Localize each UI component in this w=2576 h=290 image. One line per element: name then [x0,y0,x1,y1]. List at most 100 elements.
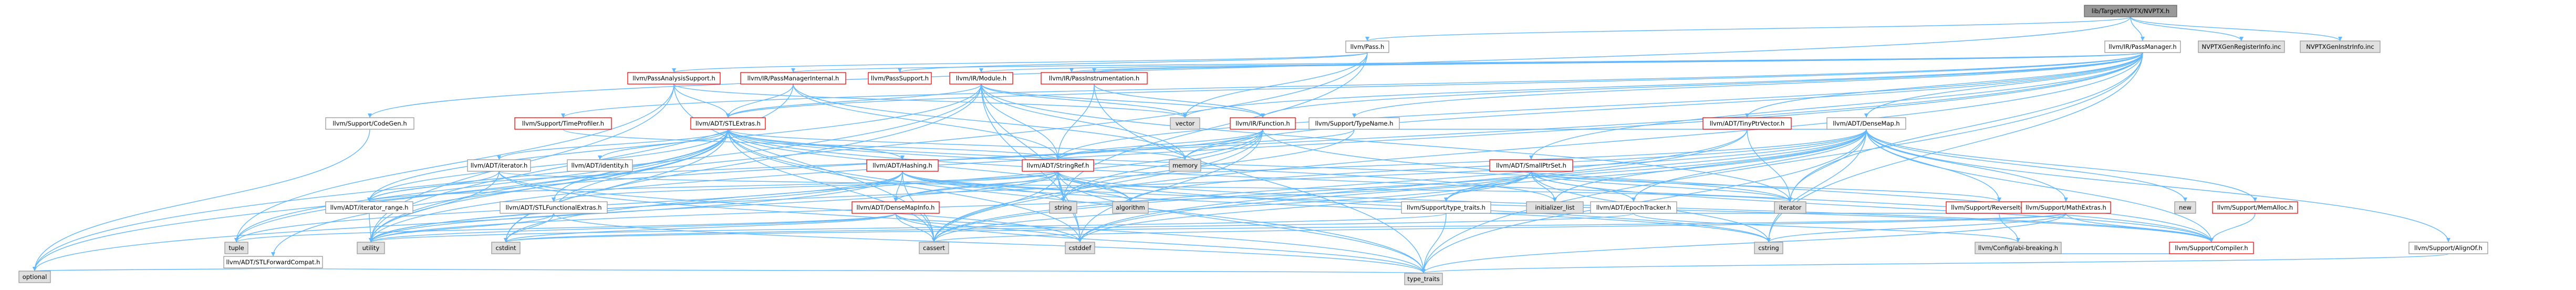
edge-instr-to-typetraitsstd [1094,84,1424,274]
node-tinyptr[interactable]: llvm/ADT/TinyPtrVector.h [1702,117,1792,130]
node-label: tuple [228,244,244,252]
edge-root-to-geninstr [2130,16,2341,42]
edge-arrowhead [979,68,983,72]
edge-function-to-cstddef [1079,129,1263,243]
edge-densemap-to-cstddef [1079,129,1867,243]
node-typetraits[interactable]: llvm/Support/type_traits.h [1401,201,1491,214]
edge-hashing-to-algorithm [902,171,1131,202]
edge-typetraits-to-utility [370,213,1447,243]
edge-passmanager-to-module [981,52,2143,73]
node-genreg: NVPTXGenRegisterInfo.inc [2198,40,2285,53]
edge-arrowhead [2064,198,2068,202]
edge-arrowhead [932,238,936,242]
edge-module-to-stlextras [728,84,982,118]
node-box [1590,201,1677,214]
edge-arrowhead [1421,269,1426,273]
edge-stringref-to-typetraitsstd [1057,171,1424,274]
edge-root-to-genreg [2130,16,2242,42]
edge-module-to-function [981,84,1263,118]
edge-densemap-to-typetraits [1446,129,1867,202]
node-pass[interactable]: llvm/Pass.h [1345,40,1389,53]
node-iterator[interactable]: llvm/ADT/iterator.h [467,159,531,172]
node-hashing[interactable]: llvm/ADT/Hashing.h [866,159,939,172]
node-box [868,72,932,85]
edge-arrowhead [726,129,730,133]
edge-epoch-to-cstdint [505,213,1634,243]
edge-arrowhead [2016,238,2020,242]
node-box [740,72,846,85]
node-label: llvm/IR/Module.h [956,75,1006,82]
node-smallptrset[interactable]: llvm/ADT/SmallPtrSet.h [1489,159,1573,172]
edge-timeprof-to-stringref [563,129,1058,160]
node-stlfwd[interactable]: llvm/ADT/STLForwardCompat.h [223,256,323,268]
node-instr[interactable]: llvm/IR/PassInstrumentation.h [1041,72,1148,85]
node-new: new [2174,201,2196,214]
edge-arrowhead [2446,238,2450,242]
edge-passmanager-to-timeprof [563,52,2143,118]
node-timeprof[interactable]: llvm/Support/TimeProfiler.h [514,117,612,130]
edge-smallptrset-to-reverse [1531,171,2000,202]
node-label: llvm/Support/MemAlloc.h [2217,204,2293,211]
node-box [1401,201,1491,214]
edge-smallptrset-to-cassert [933,171,1532,243]
node-label: vector [1176,120,1195,127]
node-alignof[interactable]: llvm/Support/AlignOf.h [2408,242,2488,254]
edge-densemap-to-reverse [1866,129,2000,202]
edge-arrowhead [1444,198,1448,202]
node-label: llvm/IR/PassManagerInternal.h [747,75,839,82]
node-box [2084,5,2177,17]
node-cassert: cassert [919,242,949,254]
edge-arrowhead [33,267,37,271]
edge-smallptrset-to-compiler [1531,171,2212,243]
node-mathextras[interactable]: llvm/Support/MathExtras.h [2021,201,2111,214]
node-compiler[interactable]: llvm/Support/Compiler.h [2169,242,2254,254]
edge-stlextras-to-iterator [498,129,729,160]
node-root[interactable]: lib/Target/NVPTX/NVPTX.h [2084,5,2177,17]
node-label: cstring [1758,244,1779,252]
edge-stlextras-to-iteratorstd [728,129,1791,202]
node-iterrange[interactable]: llvm/ADT/iterator_range.h [325,201,413,214]
node-epoch[interactable]: llvm/ADT/EpochTracker.h [1590,201,1677,214]
node-memalloc[interactable]: llvm/Support/MemAlloc.h [2212,201,2298,214]
edge-arrowhead [1056,156,1060,160]
node-typename[interactable]: llvm/Support/TypeName.h [1308,117,1400,130]
node-densemapinfo[interactable]: llvm/ADT/DenseMapInfo.h [851,201,940,214]
node-label: llvm/IR/PassInstrumentation.h [1049,75,1139,82]
edge-stlfunc-to-cstdint [505,213,554,243]
node-box [1345,40,1389,53]
node-function[interactable]: llvm/IR/Function.h [1230,117,1296,130]
node-passmanager[interactable]: llvm/IR/PassManager.h [2104,40,2181,53]
node-pmi[interactable]: llvm/IR/PassManagerInternal.h [740,72,846,85]
node-label: llvm/Pass.h [1351,43,1385,50]
edge-densemap-to-iteratorstd [1790,129,1867,202]
edge-stringref-to-stlfunc [553,171,1058,202]
node-box [1169,159,1201,172]
edge-function-to-stringref [1057,129,1263,160]
node-stlextras[interactable]: llvm/ADT/STLExtras.h [690,117,766,130]
edge-layer [33,16,2450,274]
edge-stlfwd-to-optional [34,267,274,272]
node-stringref[interactable]: llvm/ADT/StringRef.h [1022,159,1094,172]
node-box [1041,72,1148,85]
edge-pass-to-utility [370,52,1368,243]
node-codegen[interactable]: llvm/Support/CodeGen.h [325,117,414,130]
node-label: llvm/ADT/DenseMapInfo.h [857,204,935,211]
node-label: llvm/PassAnalysisSupport.h [632,75,715,82]
node-label: llvm/IR/Function.h [1235,120,1290,127]
edge-typename-to-string [1063,129,1355,202]
edge-arrowhead [726,113,730,118]
node-identity[interactable]: llvm/ADT/identity.h [567,159,633,172]
node-module[interactable]: llvm/IR/Module.h [949,72,1013,85]
node-passsupport[interactable]: llvm/PassSupport.h [868,72,932,85]
node-box [1826,117,1906,130]
node-tuple: tuple [224,242,248,254]
node-densemap[interactable]: llvm/ADT/DenseMap.h [1826,117,1906,130]
edge-arrowhead [1997,198,2001,202]
node-stlfunc[interactable]: llvm/ADT/STLFunctionalExtras.h [500,201,608,214]
node-box [514,117,612,130]
edge-smallptrset-to-utility [370,171,1532,243]
node-pas[interactable]: llvm/PassAnalysisSupport.h [627,72,721,85]
edge-instr-to-stringref [1057,84,1095,160]
edge-arrowhead [2141,37,2145,41]
